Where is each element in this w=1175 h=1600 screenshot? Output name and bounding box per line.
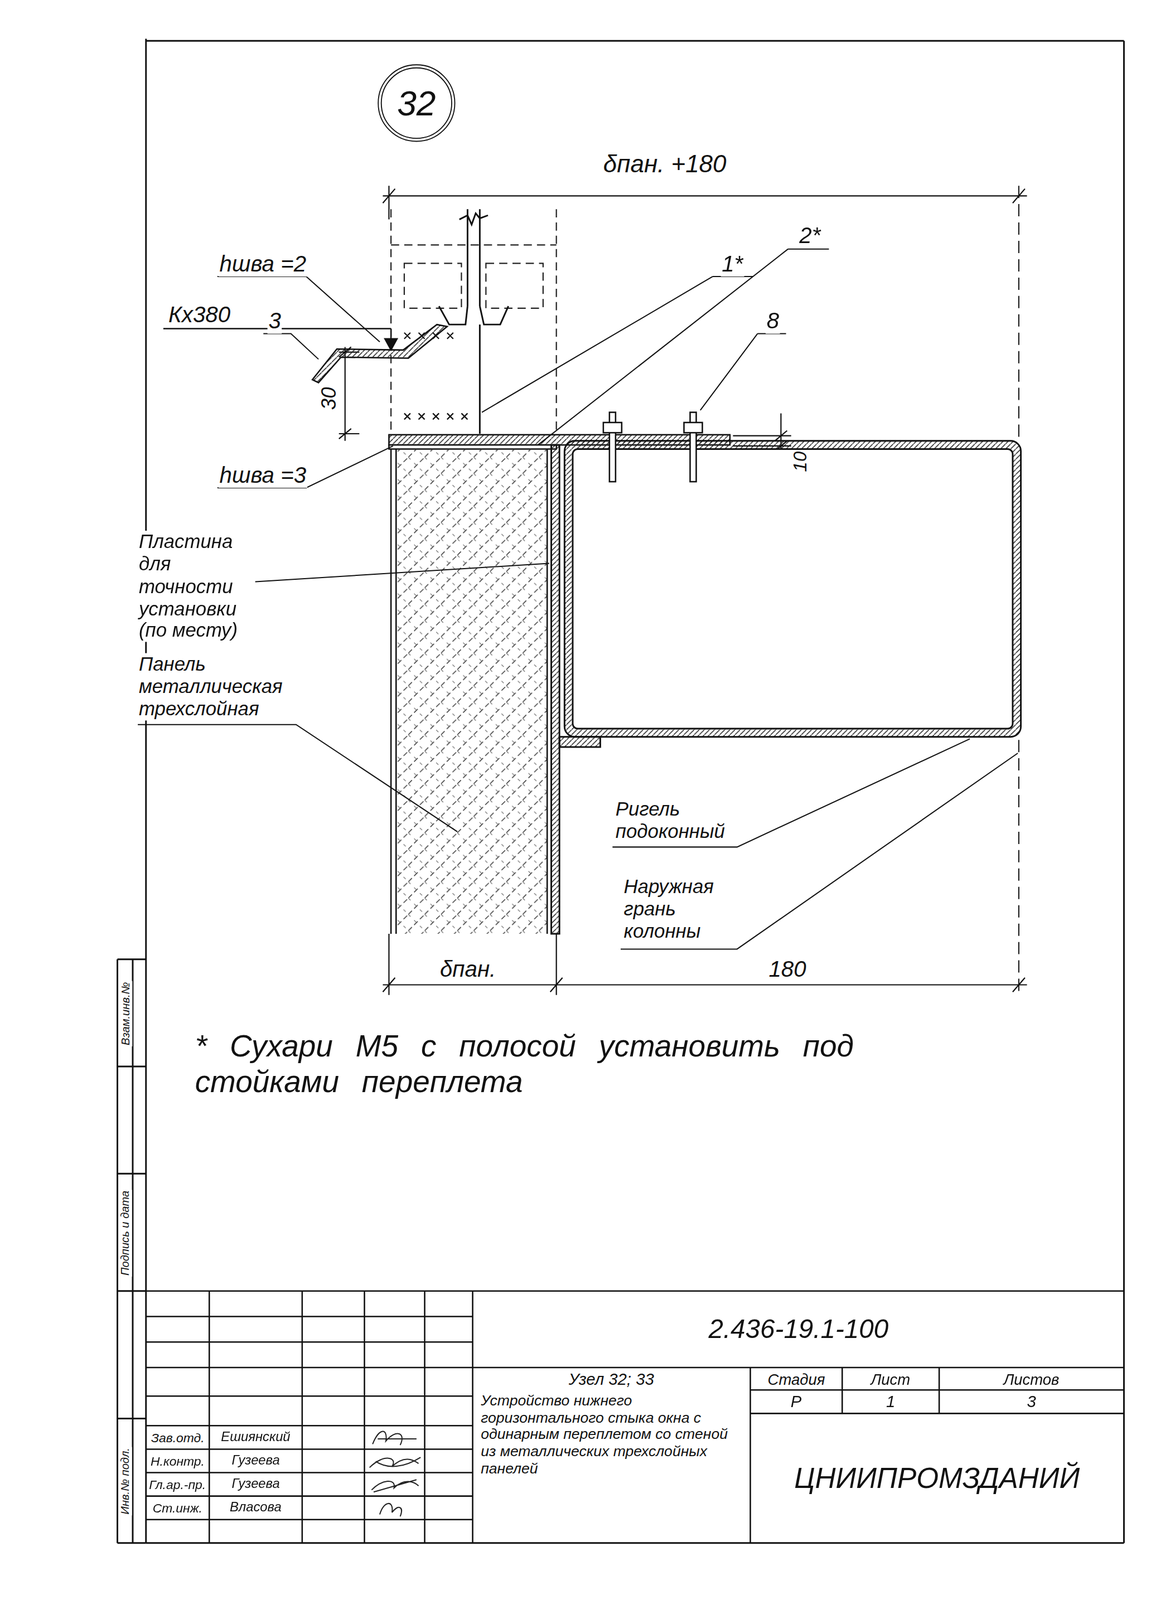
stamp-text: Инв.№ подл. [118,1446,132,1516]
table-cell: Власова [228,1500,283,1516]
window-mullion [438,306,509,325]
leader-line [137,249,1018,950]
title-block-grid [146,1291,1125,1521]
leader-line [612,738,970,848]
stamp-text: Подпись и дата [118,1189,132,1277]
part-note: Пластина для точности установки (по мест… [137,530,255,643]
leader-line [700,334,787,411]
sheet-frame [117,959,147,1544]
table-cell: Р [789,1393,803,1413]
weld-marks [404,413,468,420]
dimension-text: 10 [789,450,811,473]
leader-line [538,249,830,446]
rigel-section [564,441,1021,738]
dimension-text: 180 [767,956,808,983]
rigel-section [572,448,1013,729]
callout-number: 2* [798,222,822,249]
dimension-text: δпан. [438,956,497,983]
node-number: 32 [397,83,436,123]
table-cell: Гузеева [230,1477,282,1493]
dimension-line [339,185,1028,996]
leader-line [217,446,394,488]
callout-number: 3 [267,308,283,335]
dimension-line [339,346,360,441]
leader-line [620,753,1018,950]
drip-flashing [312,324,448,383]
callout-circle: 32 [377,64,456,142]
organization-name: ЦНИИПРОМЗДАНИЙ [792,1462,1081,1496]
leader-line [137,724,458,833]
window-mullion [459,209,488,307]
rigel-section [551,445,560,935]
sandwich-panel [395,448,548,935]
sheet-frame [117,39,1125,1544]
leader-line [263,334,319,360]
leader-line [481,276,754,413]
table-cell: 1 [885,1393,897,1413]
title-block-grid [209,1291,473,1544]
weld-size: hшва =3 [218,462,308,488]
leader-line [255,563,550,582]
leader-line [217,276,380,342]
weld-size: hшва =2 [218,250,308,277]
signature-scribble [379,1504,402,1517]
window-frame-outline [485,263,544,309]
window-frame-outline [404,263,462,309]
drawing-title: Устройство нижнего горизонтального стыка… [479,1392,748,1478]
table-cell: Листов [1002,1370,1061,1389]
table-cell: Лист [869,1370,912,1389]
node-reference: Узел 32; 33 [567,1370,656,1390]
window-mullion [438,209,509,434]
stamp-text: Взам.инв.№ [118,980,132,1047]
dimension-text: 30 [317,385,341,411]
rigel-section [559,737,601,748]
bolt-symbol [683,422,703,433]
part-note: Ригель подоконный [614,798,739,844]
bolt-symbol [603,412,703,482]
weld-marks [404,332,468,420]
signature-scribble [369,1457,422,1468]
title-block-grid [146,1291,1125,1544]
table-cell: Гузеева [230,1453,282,1469]
sandwich-panel [390,448,548,935]
table-cell: Зав.отд. [150,1430,206,1446]
table-cell: Ст.инж. [151,1501,204,1516]
sheet-frame [146,39,1125,1544]
steel-plate [388,445,556,449]
signature-scribble [369,1432,422,1518]
bolt-symbol [603,422,622,433]
sandwich-panel [390,448,548,935]
document-code: 2.436-19.1-100 [707,1314,891,1346]
weld-marks [404,332,454,340]
drip-flashing [312,324,448,383]
elevation-mark [384,339,398,351]
window-frame-outline [390,209,557,434]
callout-number: 8 [765,308,781,335]
signature-scribble [372,1432,417,1446]
table-cell: Гл.ар.-пр. [147,1477,207,1493]
dimension-text: δпан. +180 [602,150,728,179]
dimension-line [382,934,1027,996]
window-mullion [479,324,481,434]
callout-number: 1* [720,250,744,277]
part-note: Наружная грань колонны [622,876,740,944]
table-cell: Ешиянский [219,1430,292,1446]
table-cell: 3 [1026,1393,1038,1413]
table-cell: Стадия [766,1370,826,1389]
signature-scribble [371,1480,419,1493]
elevation-text: Кх380 [167,302,232,328]
title-block-grid [750,1367,1124,1544]
window-frame-outline [390,209,557,434]
part-note: Панель металлическая трехслойная [137,653,298,721]
footnote: * Сухари М5 с полосой установить под сто… [194,1028,870,1100]
rigel-section [551,441,1022,935]
table-cell: Н.контр. [149,1454,206,1469]
